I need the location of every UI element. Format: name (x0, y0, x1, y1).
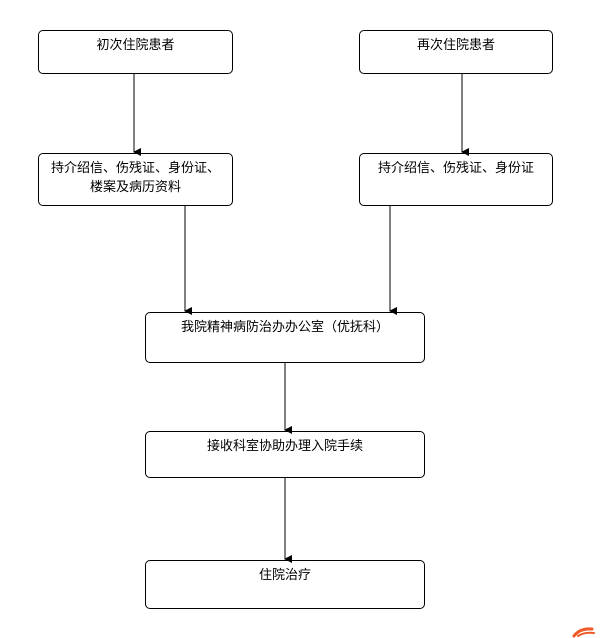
corner-logo-icon (572, 627, 595, 638)
node-first-visit: 初次住院患者 (38, 30, 233, 74)
node-admission: 接收科室协助办理入院手续 (145, 431, 425, 478)
node-office: 我院精神病防治办办公室（优抚科） (145, 312, 425, 363)
node-return-docs: 持介绍信、伤残证、身份证 (359, 153, 553, 206)
node-first-docs-line-2: 楼案及病历资料 (89, 180, 181, 195)
node-first-visit-label: 初次住院患者 (96, 38, 175, 53)
node-return-visit: 再次住院患者 (359, 30, 553, 74)
node-first-docs-line-1: 持介绍信、伤残证、身份证、 (50, 161, 220, 176)
node-first-docs: 持介绍信、伤残证、身份证、 楼案及病历资料 (38, 153, 233, 206)
node-return-docs-label: 持介绍信、伤残证、身份证 (377, 161, 534, 176)
node-treatment-label: 住院治疗 (258, 568, 311, 583)
node-admission-label: 接收科室协助办理入院手续 (206, 439, 363, 454)
node-return-visit-label: 再次住院患者 (416, 38, 495, 53)
node-office-label: 我院精神病防治办办公室（优抚科） (180, 320, 389, 335)
